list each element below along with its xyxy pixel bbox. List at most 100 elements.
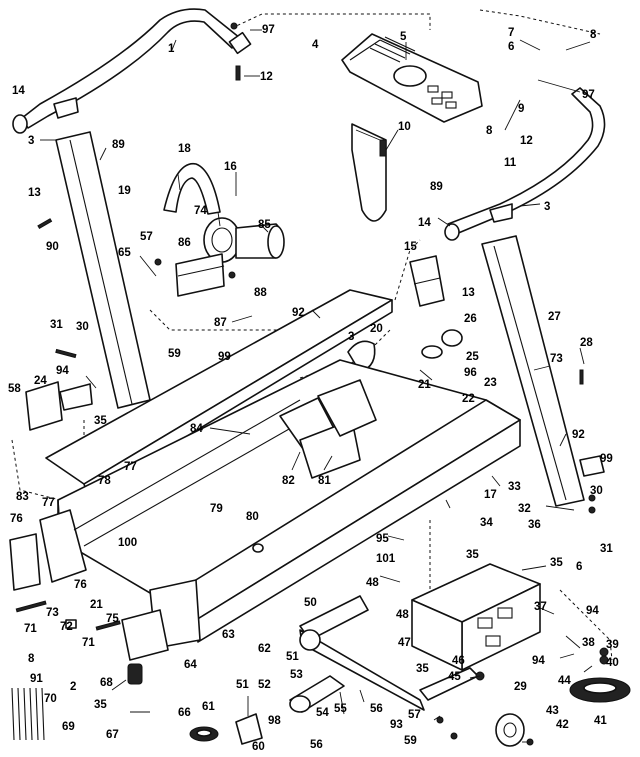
callout-77: 77: [124, 461, 137, 473]
callout-79: 79: [210, 503, 223, 515]
callout-95: 95: [376, 533, 389, 545]
callout-32: 32: [518, 503, 531, 515]
callout-15: 15: [404, 241, 417, 253]
callout-66: 66: [178, 707, 191, 719]
callout-labels: 1 97 12 4 5 7 8 6 97 9 8 12 14 3 89 13 1…: [8, 24, 619, 753]
callout-48: 48: [366, 577, 379, 589]
callout-59: 59: [404, 735, 417, 747]
left-upright: [55, 131, 151, 409]
callout-61: 61: [202, 701, 215, 713]
callout-81: 81: [318, 475, 331, 487]
callout-34: 34: [480, 517, 493, 529]
callout-84: 84: [190, 423, 203, 435]
callout-35: 35: [416, 663, 429, 675]
callout-73: 73: [46, 607, 59, 619]
callout-70: 70: [44, 693, 57, 705]
callout-87: 87: [214, 317, 227, 329]
callout-14: 14: [418, 217, 431, 229]
callout-52: 52: [258, 679, 271, 691]
callout-18: 18: [178, 143, 191, 155]
callout-28: 28: [580, 337, 593, 349]
callout-42: 42: [556, 719, 569, 731]
callout-10: 10: [398, 121, 411, 133]
callout-68: 68: [100, 677, 113, 689]
callout-21: 21: [90, 599, 103, 611]
callout-67: 67: [106, 729, 119, 741]
end-caps: [9, 533, 169, 661]
callout-60: 60: [252, 741, 265, 753]
callout-48: 48: [396, 609, 409, 621]
callout-54: 54: [316, 707, 329, 719]
callout-35: 35: [550, 557, 563, 569]
callout-93: 93: [390, 719, 403, 731]
callout-31: 31: [600, 543, 613, 555]
small-brackets: [25, 255, 605, 477]
console: [341, 33, 483, 123]
callout-46: 46: [452, 655, 465, 667]
callout-24: 24: [34, 375, 47, 387]
callout-41: 41: [594, 715, 607, 727]
callout-65: 65: [118, 247, 131, 259]
leader-lines: [40, 29, 593, 743]
callout-35: 35: [466, 549, 479, 561]
callout-86: 86: [178, 237, 191, 249]
callout-47: 47: [398, 637, 411, 649]
callout-76: 76: [74, 579, 87, 591]
callout-74: 74: [194, 205, 207, 217]
callout-89: 89: [112, 139, 125, 151]
callout-62: 62: [258, 643, 271, 655]
callout-3: 3: [28, 135, 34, 147]
electronics-tray: [411, 563, 541, 671]
callout-8: 8: [590, 29, 597, 41]
callout-36: 36: [528, 519, 541, 531]
callout-27: 27: [548, 311, 561, 323]
callout-13: 13: [462, 287, 475, 299]
clip-part: [189, 713, 263, 745]
callout-7: 7: [508, 27, 514, 39]
callout-13: 13: [28, 187, 41, 199]
callout-37: 37: [534, 601, 547, 613]
callout-99: 99: [600, 453, 613, 465]
callout-50: 50: [304, 597, 317, 609]
callout-99: 99: [218, 351, 231, 363]
callout-97: 97: [262, 24, 275, 36]
callout-40: 40: [606, 657, 619, 669]
callout-20: 20: [370, 323, 383, 335]
fasteners: [15, 22, 609, 746]
callout-38: 38: [582, 637, 595, 649]
callout-90: 90: [46, 241, 59, 253]
callout-39: 39: [606, 639, 619, 651]
callout-2: 2: [70, 681, 76, 693]
callout-55: 55: [334, 703, 347, 715]
callout-94: 94: [532, 655, 545, 667]
tie-straps: [11, 687, 45, 741]
callout-83: 83: [16, 491, 29, 503]
console-bracket: [351, 123, 387, 222]
callout-76: 76: [10, 513, 23, 525]
callout-94: 94: [586, 605, 599, 617]
callout-26: 26: [464, 313, 477, 325]
safety-clip: [569, 677, 631, 703]
callout-85: 85: [258, 219, 271, 231]
callout-71: 71: [82, 637, 95, 649]
callout-71: 71: [24, 623, 37, 635]
callout-101: 101: [376, 553, 396, 565]
callout-45: 45: [448, 671, 461, 683]
callout-30: 30: [76, 321, 89, 333]
wheel: [495, 713, 525, 747]
callout-51: 51: [236, 679, 249, 691]
callout-30: 30: [590, 485, 603, 497]
callout-11: 11: [504, 157, 517, 169]
callout-31: 31: [50, 319, 63, 331]
callout-8: 8: [28, 653, 35, 665]
callout-56: 56: [310, 739, 323, 751]
callout-100: 100: [118, 537, 137, 549]
callout-63: 63: [222, 629, 235, 641]
callout-98: 98: [268, 715, 281, 727]
callout-14: 14: [12, 85, 25, 97]
callout-53: 53: [290, 669, 303, 681]
callout-57: 57: [408, 709, 421, 721]
callout-82: 82: [282, 475, 295, 487]
